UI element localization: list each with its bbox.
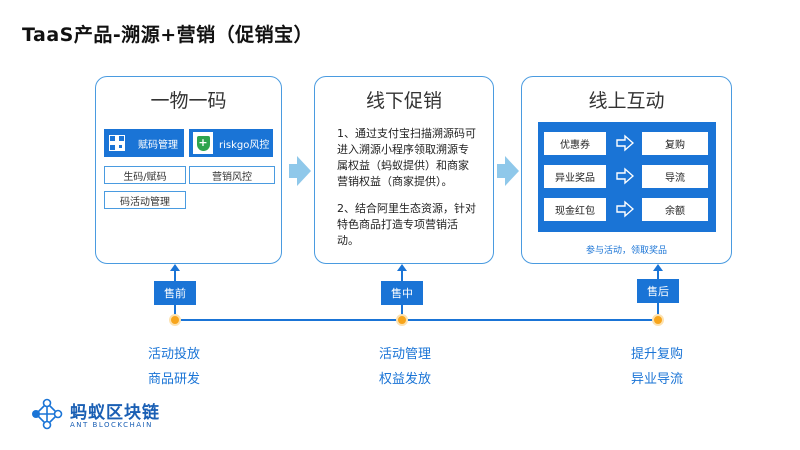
qr-code-icon: [109, 135, 125, 151]
timeline-line: [175, 319, 658, 321]
marketing-risk-item: 营销风控: [189, 166, 275, 184]
phase-label: 商品研发: [147, 372, 200, 387]
riskgo-button[interactable]: + riskgo风控: [189, 129, 273, 157]
arrow-up-icon: [653, 264, 663, 271]
arrow-right-icon: [616, 134, 634, 152]
reward-panel: 优惠券 复购 异业奖品 导流 现金红包 余额: [538, 122, 716, 232]
timeline-dot: [169, 314, 181, 326]
card-title: 一物一码: [150, 90, 227, 112]
tag-pre-sale: 售前: [154, 281, 196, 305]
tag-in-sale: 售中: [381, 281, 423, 305]
phase-pre-sale-labels: 活动投放 商品研发: [119, 342, 229, 392]
connector-line: [401, 270, 403, 282]
phase-label: 权益发放: [378, 372, 431, 387]
card-one-item-one-code: 一物一码 赋码管理 + riskgo风控 生码/赋码 营销风控 码活动管理: [95, 76, 282, 264]
flow-arrow-icon: [297, 156, 311, 186]
timeline-dot: [396, 314, 408, 326]
phase-after-sale-labels: 提升复购 异业导流: [602, 342, 712, 392]
card-title: 线上互动: [588, 90, 665, 112]
arrow-right-icon: [616, 167, 634, 185]
timeline-dot: [652, 314, 664, 326]
page-title: TaaS产品-溯源+营销（促销宝）: [22, 24, 314, 46]
arrow-up-icon: [397, 264, 407, 271]
connector-line: [174, 305, 176, 317]
phase-label: 活动管理: [378, 347, 431, 362]
ant-blockchain-logo-icon: [32, 398, 63, 430]
phase-label: 提升复购: [630, 347, 683, 362]
code-management-button[interactable]: 赋码管理: [104, 129, 184, 157]
activity-note: 参与活动，领取奖品: [585, 246, 667, 256]
card-title: 线下促销: [365, 90, 442, 112]
arrow-right-icon: [616, 200, 634, 218]
connector-line: [174, 270, 176, 282]
tag-after-sale: 售后: [637, 279, 679, 303]
phase-label: 活动投放: [147, 347, 200, 362]
paragraph: 2、结合阿里生态资源，针对特色商品打造专项营销活动。: [337, 202, 476, 247]
connector-line: [657, 303, 659, 317]
card-offline-promotion: 线下促销 1、通过支付宝扫描溯源码可进入溯源小程序领取溯源专属权益（蚂蚁提供）和…: [314, 76, 494, 264]
shield-icon: +: [196, 135, 210, 151]
reward-left-cell: 异业奖品: [544, 165, 606, 188]
phase-in-sale-labels: 活动管理 权益发放: [350, 342, 460, 392]
reward-right-cell: 余额: [642, 198, 708, 221]
logo-text-cn: 蚂蚁区块链: [70, 403, 160, 423]
flow-arrow-stem: [497, 164, 507, 178]
reward-right-cell: 复购: [642, 132, 708, 155]
reward-left-cell: 优惠券: [544, 132, 606, 155]
code-activity-item: 码活动管理: [104, 191, 186, 209]
phase-label: 异业导流: [630, 372, 683, 387]
reward-left-cell: 现金红包: [544, 198, 606, 221]
logo-text-en: ANT BLOCKCHAIN: [70, 421, 153, 429]
generate-code-item: 生码/赋码: [104, 166, 186, 184]
flow-arrow-stem: [289, 164, 299, 178]
promotion-description: 1、通过支付宝扫描溯源码可进入溯源小程序领取溯源专属权益（蚂蚁提供）和商家营销权…: [337, 126, 479, 260]
paragraph: 1、通过支付宝扫描溯源码可进入溯源小程序领取溯源专属权益（蚂蚁提供）和商家营销权…: [337, 127, 476, 188]
connector-line: [657, 270, 659, 282]
code-management-label: 赋码管理: [138, 139, 178, 151]
flow-arrow-icon: [505, 156, 519, 186]
reward-right-cell: 导流: [642, 165, 708, 188]
riskgo-label: riskgo风控: [219, 139, 270, 151]
connector-line: [401, 305, 403, 317]
arrow-up-icon: [170, 264, 180, 271]
card-online-interaction: 线上互动 优惠券 复购 异业奖品 导流 现金红包 余额 参与活动，领取奖品: [521, 76, 732, 264]
